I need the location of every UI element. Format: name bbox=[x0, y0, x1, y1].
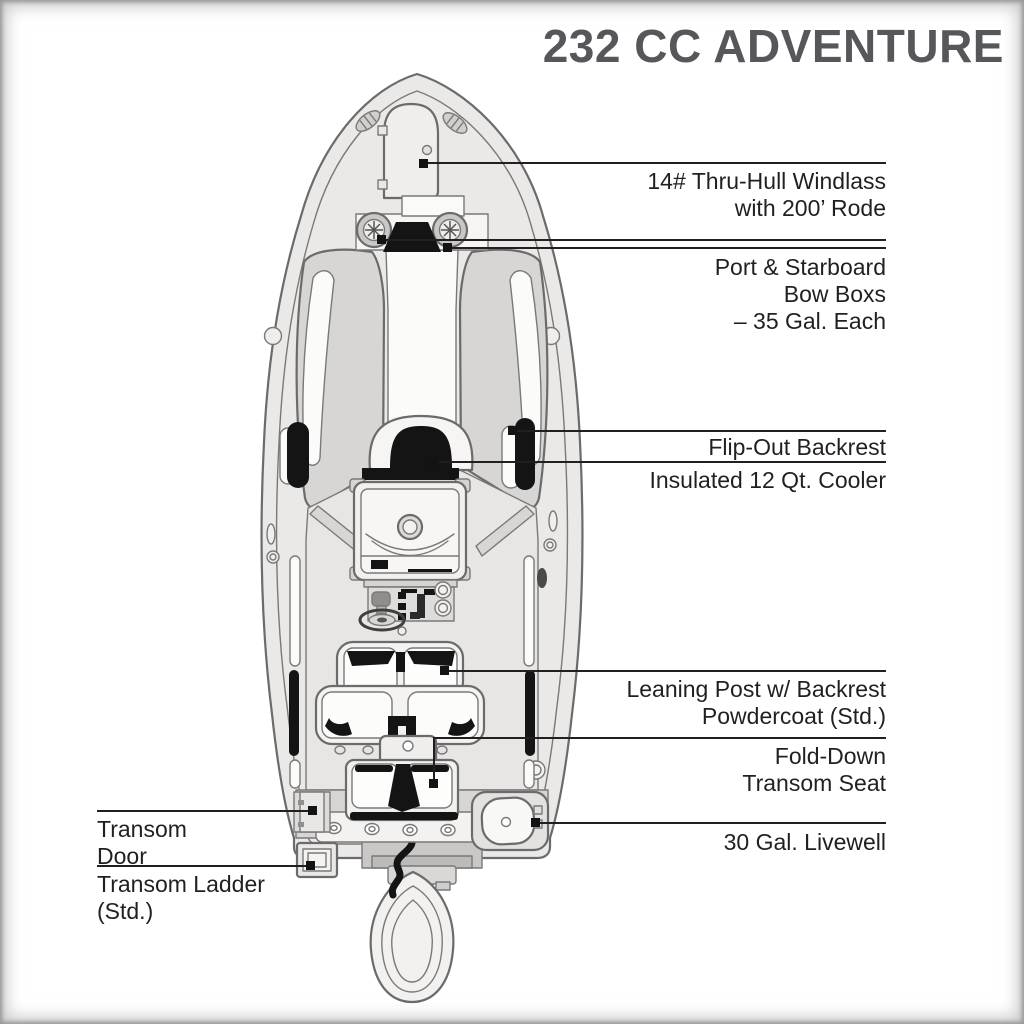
rigging-cable bbox=[388, 830, 416, 899]
callout-cooler-line bbox=[439, 461, 886, 463]
callout-transom-ladder-marker bbox=[306, 861, 315, 870]
callout-flip-out-backrest-line bbox=[517, 430, 886, 432]
callout-leaning-post-line bbox=[449, 670, 886, 672]
deck-brace-starboard bbox=[475, 505, 535, 557]
callout-livewell-line bbox=[540, 822, 886, 824]
callout-transom-door-line bbox=[97, 810, 311, 812]
callout-transom-ladder-label: Transom Ladder (Std.) bbox=[97, 871, 265, 924]
flip-out-backrest-pad-starboard bbox=[501, 418, 535, 490]
callout-transom-ladder-line bbox=[97, 865, 308, 867]
callout-fold-down-seat-label: Fold-Down Transom Seat bbox=[742, 743, 886, 796]
callout-flip-out-backrest-marker bbox=[508, 426, 517, 435]
callout-bow-box-port-marker bbox=[377, 235, 386, 244]
callout-leaning-post-label: Leaning Post w/ Backrest Powdercoat (Std… bbox=[626, 676, 886, 729]
bow-vent-starboard bbox=[442, 112, 468, 134]
bow-boxes bbox=[355, 195, 489, 252]
callout-bow-box-starboard-marker bbox=[443, 243, 452, 252]
deck-plate-port bbox=[263, 326, 283, 346]
helm-panel bbox=[367, 581, 455, 624]
callout-windlass-label: 14# Thru-Hull Windlass with 200’ Rode bbox=[647, 168, 886, 221]
flip-out-backrest-pad-port bbox=[279, 422, 309, 488]
page-title: 232 CC ADVENTURE bbox=[542, 20, 1004, 72]
callout-leaning-post-marker bbox=[440, 666, 449, 675]
callout-windlass-marker bbox=[419, 159, 428, 168]
callout-fold-down-seat-vline bbox=[433, 737, 435, 780]
callout-transom-door-marker bbox=[308, 806, 317, 815]
callout-flip-out-backrest-label: Flip-Out Backrest bbox=[708, 434, 886, 460]
callout-fold-down-seat-marker bbox=[429, 779, 438, 788]
bow-box-latch-starboard bbox=[431, 211, 469, 249]
bow-seating-port bbox=[295, 248, 386, 509]
callout-livewell-marker bbox=[531, 818, 540, 827]
motor-well bbox=[361, 837, 483, 891]
callout-cooler-marker bbox=[430, 457, 439, 466]
callout-fold-down-seat-line bbox=[433, 737, 886, 739]
callout-transom-door-label: Transom Door bbox=[97, 816, 187, 869]
bow-v-seat bbox=[383, 222, 441, 252]
anchor-locker-hatch bbox=[377, 102, 440, 200]
callout-livewell-label: 30 Gal. Livewell bbox=[723, 829, 886, 855]
steering-wheel bbox=[358, 608, 407, 636]
callout-bow-box-starboard-line bbox=[452, 247, 886, 249]
boat-diagram bbox=[260, 72, 584, 1004]
callout-bow-box-port-line bbox=[386, 239, 886, 241]
side-rail-starboard bbox=[523, 555, 535, 789]
side-rail-port bbox=[289, 555, 301, 789]
callout-cooler-label: Insulated 12 Qt. Cooler bbox=[649, 467, 886, 493]
callout-bow-boxes-label: Port & Starboard Bow Boxs – 35 Gal. Each bbox=[714, 254, 886, 334]
bow-vent-port bbox=[355, 110, 381, 132]
callout-windlass-line bbox=[428, 162, 886, 164]
center-console bbox=[349, 478, 471, 636]
outboard-motor bbox=[369, 870, 455, 1004]
transom-ladder bbox=[295, 841, 339, 879]
